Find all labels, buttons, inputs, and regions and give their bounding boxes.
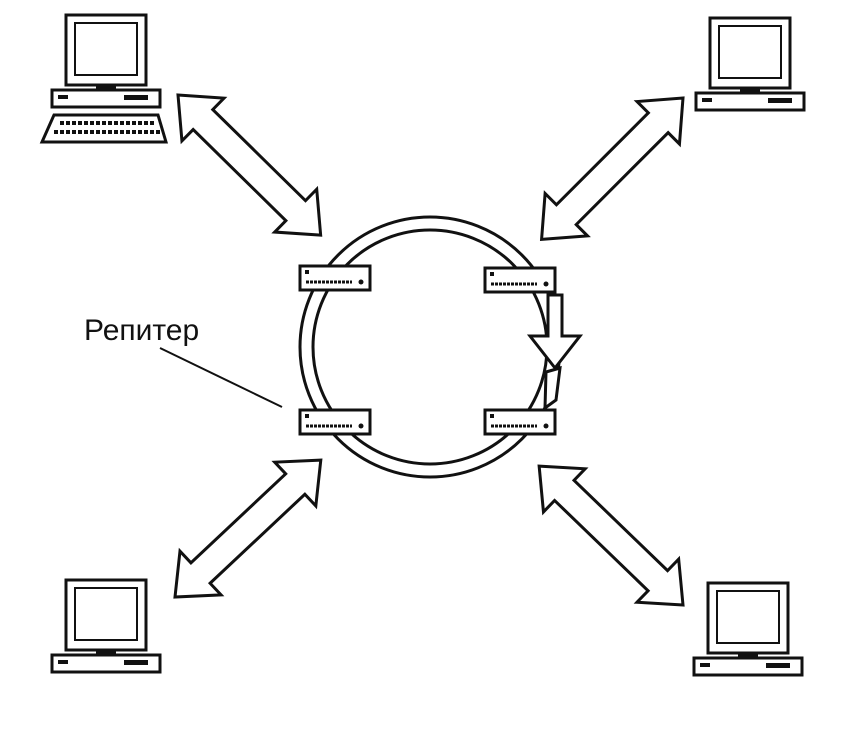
computer-icon bbox=[694, 583, 802, 675]
repeater-leader-line bbox=[160, 348, 282, 407]
repeater-icon bbox=[300, 410, 370, 434]
repeater-label: Репитер bbox=[84, 314, 199, 347]
ring bbox=[300, 217, 560, 477]
double-arrow-icon bbox=[518, 444, 704, 626]
computer-icon bbox=[52, 580, 160, 672]
double-arrow-icon bbox=[157, 74, 342, 257]
repeater-icon bbox=[300, 266, 370, 290]
repeater-icon bbox=[485, 410, 555, 434]
double-arrow-icon bbox=[520, 77, 704, 261]
computer-icon bbox=[42, 15, 166, 142]
double-arrow-icon bbox=[154, 438, 341, 619]
repeater-icon bbox=[485, 268, 555, 292]
computer-icon bbox=[696, 18, 804, 110]
